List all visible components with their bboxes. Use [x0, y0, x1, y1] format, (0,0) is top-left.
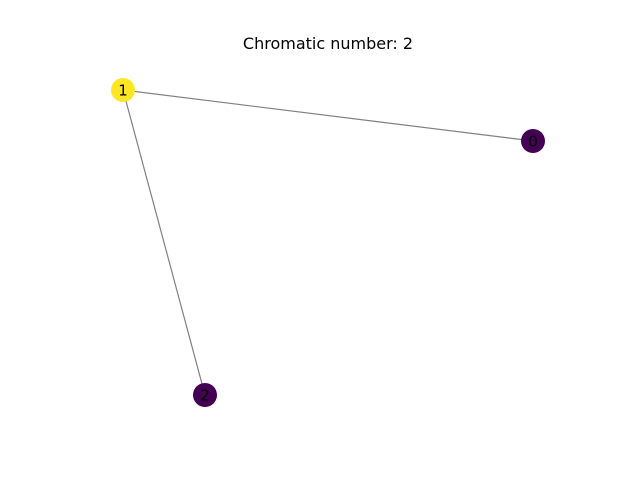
node-label-2: 2 [200, 387, 210, 405]
node-circle-2 [193, 383, 217, 407]
nodes-layer: 0 1 2 [111, 78, 545, 407]
node-0: 0 [521, 129, 545, 153]
node-label-1: 1 [118, 82, 128, 100]
edge-1-0 [122, 89, 534, 142]
edges-layer [122, 89, 534, 396]
node-circle-0 [521, 129, 545, 153]
node-label-0: 0 [528, 133, 538, 151]
figure-title: Chromatic number: 2 [243, 34, 413, 53]
node-circle-1 [111, 78, 135, 102]
node-1: 1 [111, 78, 135, 102]
edge-1-2 [122, 89, 206, 396]
node-2: 2 [193, 383, 217, 407]
